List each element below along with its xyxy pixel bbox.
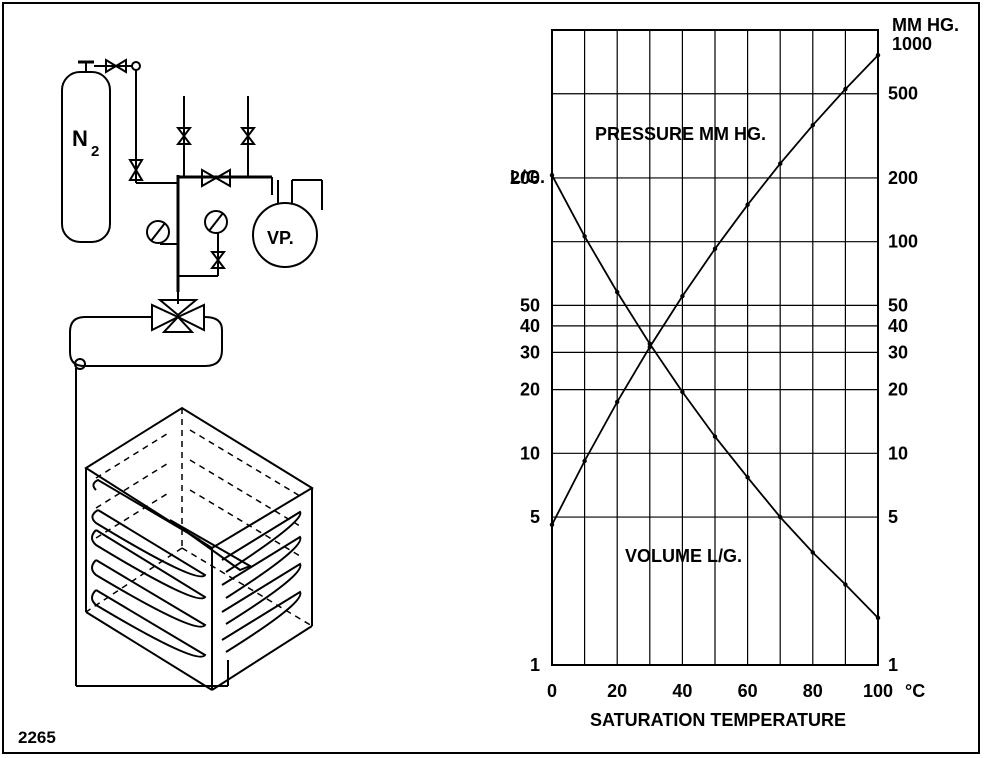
y-left-tick-label: 10 [520, 443, 540, 463]
vacuum-pump [252, 202, 318, 268]
x-axis-unit: °C [905, 681, 925, 701]
y-right-tick-label: 5 [888, 507, 898, 527]
pressure-series-label: PRESSURE MM HG. [595, 124, 766, 144]
y-left-tick-label: 50 [520, 295, 540, 315]
pressure-data-point [778, 161, 783, 166]
volume-series-label: VOLUME L/G. [625, 546, 742, 566]
y-right-tick-label: 30 [888, 342, 908, 362]
x-tick-label: 20 [607, 681, 627, 701]
y-right-tick-label: 40 [888, 316, 908, 336]
y-right-tick-label: 10 [888, 443, 908, 463]
x-tick-label: 60 [738, 681, 758, 701]
y-left-tick-label: 1 [530, 655, 540, 675]
volume-data-point [549, 173, 555, 178]
pressure-data-point [549, 522, 555, 527]
y-left-tick-label: 20 [520, 380, 540, 400]
pressure-data-point [810, 122, 815, 128]
volume-data-point [647, 341, 652, 347]
y-left-axis-title: L/G. [510, 167, 545, 187]
volume-data-point [712, 434, 718, 439]
x-tick-label: 100 [863, 681, 893, 701]
volume-data-point [582, 234, 587, 239]
volume-data-point [875, 615, 881, 621]
y-left-tick-label: 40 [520, 316, 540, 336]
pressure-data-point [712, 246, 718, 252]
x-tick-label: 40 [672, 681, 692, 701]
y-right-tick-label: 1 [888, 655, 898, 675]
volume-data-point [810, 550, 815, 555]
volume-data-point [745, 475, 750, 480]
y-right-tick-label: 50 [888, 295, 908, 315]
pressure-data-point [875, 53, 881, 58]
y-right-tick-label: 100 [888, 232, 918, 252]
cylinder-label: N [72, 126, 88, 151]
pressure-data-point [582, 458, 587, 464]
y-right-tick-label: 500 [888, 84, 918, 104]
volume-data-point [615, 289, 620, 295]
cylinder-label-subscript: 2 [91, 143, 99, 160]
figure-number: 2265 [18, 728, 56, 747]
volume-data-point [680, 389, 685, 395]
y-left-tick-label: 200 [510, 168, 540, 188]
pump-label: VP. [267, 228, 294, 248]
volume-data-point [843, 582, 848, 587]
chart-series [549, 53, 881, 621]
y-left-tick-label: 5 [530, 507, 540, 527]
x-tick-label: 80 [803, 681, 823, 701]
pressure-data-point [745, 202, 750, 207]
volume-data-point [778, 514, 783, 520]
x-tick-label: 0 [547, 681, 557, 701]
y-right-tick-label: 200 [888, 168, 918, 188]
chart-grid [551, 29, 879, 666]
y-right-tick-label: 20 [888, 380, 908, 400]
pressure-data-point [615, 399, 620, 405]
cooling-box [84, 406, 314, 691]
pressure-data-point [843, 86, 848, 92]
y-right-axis-title: MM HG. [892, 15, 959, 35]
y-right-tick-label: 1000 [892, 34, 932, 54]
pressure-data-point [680, 293, 685, 299]
x-axis-title: SATURATION TEMPERATURE [590, 710, 846, 730]
y-left-tick-label: 30 [520, 342, 540, 362]
